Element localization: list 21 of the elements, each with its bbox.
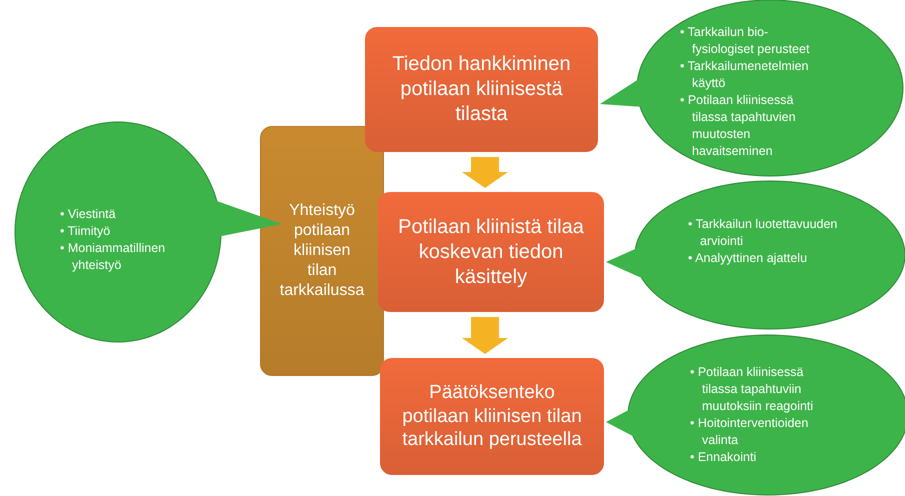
arrow (462, 317, 508, 354)
arrow (462, 157, 508, 188)
box-label: Päätöksenteko potilaan kliinisen tilan tarkkailun perusteella (401, 380, 583, 452)
box-label: Tiedon hankkiminen potilaan kliinisestä tilasta (391, 52, 572, 127)
bullet-item: • Potilaan kliinisessä tilassa tapahtuviin muutoksiin reagointi (690, 364, 814, 415)
bullet-item: • Tarkkailun bio-fysiologiset perusteet (680, 24, 810, 58)
process-box (378, 192, 604, 312)
bullet-item: • Tarkkailumenetelmien käyttö (680, 58, 810, 92)
process-box (380, 358, 604, 475)
bullet-item: • Tarkkailun luotettavuuden arviointi (688, 216, 838, 250)
bullet-item: • Analyyttinen ajattelu (688, 250, 808, 267)
bullet-item: • Viestintä (60, 206, 117, 223)
process-box (365, 27, 598, 152)
collaboration-bar (260, 126, 384, 376)
bullet-item: • Ennakointi (690, 449, 758, 466)
bullet-item: • Tiimityö (60, 223, 112, 240)
bullet-item: • Hoitointerventioiden valinta (690, 415, 810, 449)
bullet-item: • Potilaan kliinisessä tilassa tapahtuvien muutosten havaitseminen (680, 92, 797, 160)
bullet-item: • Moniammatillinen yhteistyö (60, 240, 166, 274)
box-label: Yhteistyö potilaan kliinisen tilan tarkkailussa (278, 201, 366, 301)
box-label: Potilaan kliinistä tilaa koskevan tiedon käsittely (397, 214, 585, 290)
